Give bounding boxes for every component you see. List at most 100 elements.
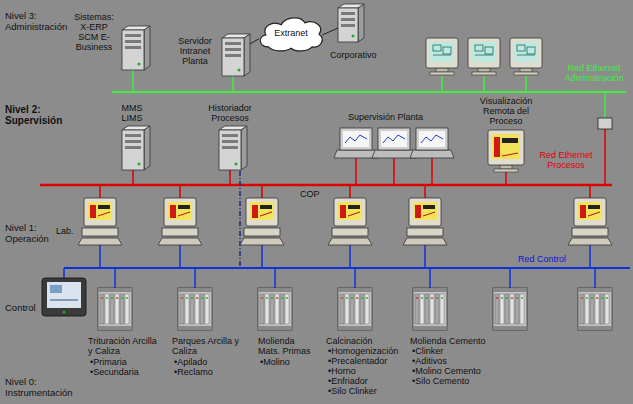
network-label: Red Ethernet Procesos: [536, 150, 596, 170]
dashed-link: [239, 171, 241, 268]
server-bay: [341, 24, 355, 27]
plc-rack: [338, 288, 372, 330]
server-label: Historiador Procesos: [200, 103, 260, 123]
screen-line: [433, 55, 451, 56]
admin-monitor: [510, 38, 542, 75]
network-wire: [99, 185, 101, 198]
pc-case: [332, 228, 368, 236]
process-network-line: [40, 184, 612, 187]
rack-rail: [338, 326, 372, 330]
server-bay: [225, 48, 241, 51]
cloud-node: Extranet: [256, 14, 326, 52]
item-label: •Homogenización: [328, 346, 398, 356]
server-front: [338, 8, 358, 42]
item-label: •Apilado: [174, 357, 207, 367]
rack-module: [280, 294, 284, 324]
keyboard: [78, 238, 122, 245]
item-label: •Molino: [260, 357, 290, 367]
station-screen: [246, 198, 278, 226]
rack-module: [585, 294, 589, 324]
plc-rack: [258, 288, 292, 330]
screen-figure: [494, 137, 500, 157]
laptop-icon: [410, 128, 454, 158]
server-bay: [222, 134, 238, 137]
laptop-icon: [334, 128, 378, 158]
area-label: Trituración Arcilla y Caliza: [88, 336, 160, 356]
server-side: [144, 126, 150, 170]
screen-figure: [502, 138, 518, 143]
rack-module: [345, 294, 349, 324]
item-label: •Horno: [328, 366, 356, 376]
rack-module: [285, 294, 289, 324]
network-wire: [604, 129, 606, 185]
rack-frame: [338, 288, 372, 330]
server-label: Servidor Intranet Planta: [174, 36, 216, 66]
server-front: [122, 130, 144, 170]
screen-window: [433, 45, 441, 51]
laptop-lid: [378, 128, 410, 150]
rack-module: [500, 294, 504, 324]
rack-frame: [98, 288, 132, 330]
operator-station: [328, 198, 372, 245]
server-icon: [219, 126, 247, 170]
network-wire: [393, 158, 395, 185]
module-led: [421, 297, 423, 299]
rack-module: [205, 294, 209, 324]
screen-figure: [423, 205, 435, 209]
laptop-base: [372, 150, 416, 158]
keyboard: [158, 238, 202, 245]
module-led: [416, 297, 418, 299]
module-led: [591, 297, 593, 299]
module-led: [206, 297, 208, 299]
module-led: [436, 297, 438, 299]
module-led: [351, 297, 353, 299]
network-wire: [429, 268, 431, 288]
keyboard: [328, 238, 372, 245]
screen-figure: [580, 205, 586, 218]
server-bay: [222, 140, 238, 143]
network-wire: [431, 158, 433, 185]
module-led: [601, 297, 603, 299]
rack-frame: [493, 288, 527, 330]
keyboard: [240, 238, 284, 245]
server-led: [238, 69, 241, 72]
cloud-label: Extranet: [274, 28, 308, 39]
rack-module: [435, 294, 439, 324]
rack-module: [360, 294, 364, 324]
cloud-outline: [260, 18, 322, 51]
station-screen: [334, 198, 366, 226]
rack-rail: [578, 326, 612, 330]
screen-trend: [348, 212, 360, 216]
screen-trend: [423, 212, 435, 216]
module-led: [501, 297, 503, 299]
screen-figure: [415, 205, 421, 218]
screen-figure: [252, 205, 258, 218]
module-led: [191, 297, 193, 299]
monitor-screen: [338, 202, 362, 220]
network-wire: [525, 76, 527, 92]
module-led: [116, 297, 118, 299]
operator-station: [78, 198, 122, 245]
monitor-frame: [488, 130, 524, 165]
network-wire: [355, 158, 357, 185]
network-wire: [589, 245, 591, 268]
rack-module: [505, 294, 509, 324]
station-screen: [84, 198, 116, 226]
module-led: [606, 297, 608, 299]
server-icon: [122, 26, 150, 70]
item-label: •Silo Clinker: [328, 386, 377, 396]
rack-rail: [258, 326, 292, 330]
node-text-column: Extranet: [274, 28, 308, 39]
module-led: [431, 297, 433, 299]
rack-rail: [98, 326, 132, 330]
module-led: [201, 297, 203, 299]
network-wire: [424, 245, 426, 268]
rack-module: [580, 294, 584, 324]
monitor-stand: [520, 68, 532, 72]
rack-module: [515, 294, 519, 324]
screen-line: [517, 55, 535, 56]
module-led: [126, 297, 128, 299]
rack-module: [605, 294, 609, 324]
network-label: Red Control: [518, 254, 566, 264]
pc-case: [82, 228, 118, 236]
